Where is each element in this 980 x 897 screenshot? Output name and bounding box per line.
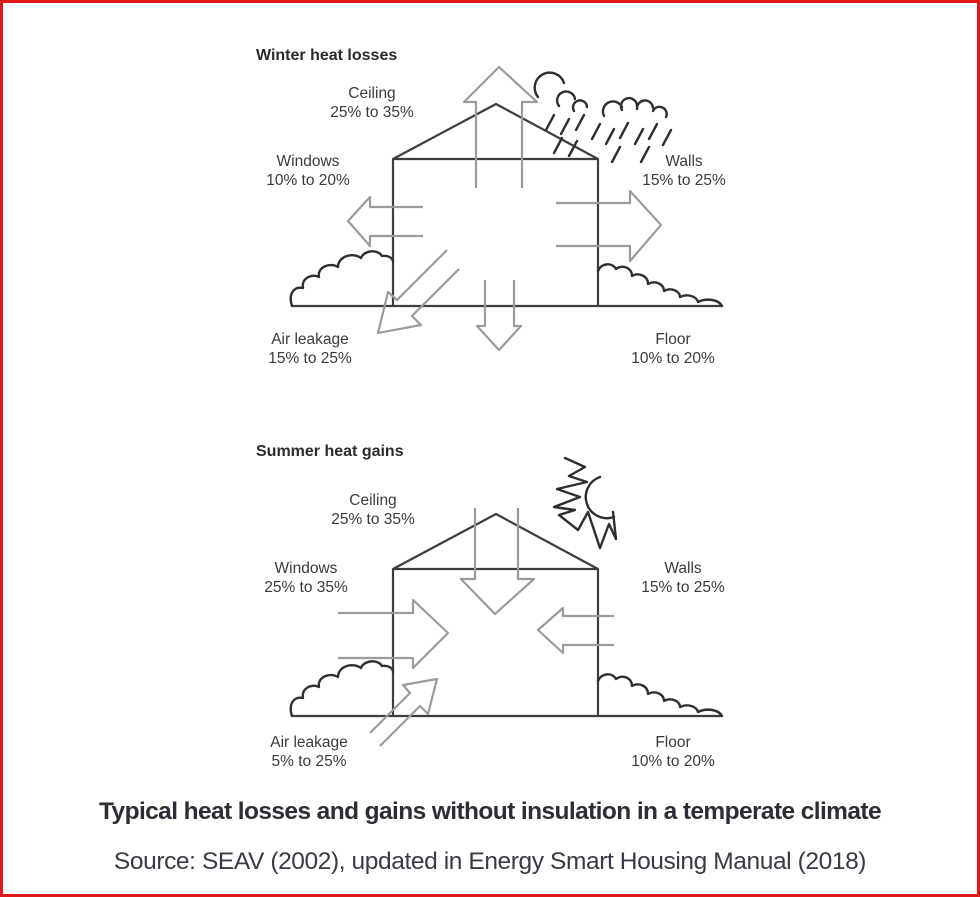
summer-house-outline (292, 512, 722, 718)
winter-floor-arrow-icon (475, 280, 523, 352)
summer-air-leakage-label: Air leakage 5% to 25% (270, 733, 348, 771)
winter-air-leakage-label: Air leakage 15% to 25% (268, 330, 352, 368)
winter-floor-label: Floor 10% to 20% (631, 330, 715, 368)
figure-source: Source: SEAV (2002), updated in Energy S… (113, 848, 867, 875)
sun-disc (584, 475, 616, 520)
winter-windows-value: 10% to 20% (266, 172, 350, 189)
winter-windows-arrow-icon (346, 195, 423, 248)
winter-title: Winter heat losses (256, 47, 398, 64)
winter-floor-value: 10% to 20% (631, 350, 715, 367)
winter-windows-name: Windows (276, 153, 340, 170)
summer-walls-name: Walls (664, 560, 702, 577)
summer-floor-name: Floor (655, 734, 691, 751)
winter-walls-value: 15% to 25% (642, 172, 726, 189)
sun-icon (552, 456, 618, 550)
winter-diagram-art (289, 65, 724, 352)
winter-left-bush-icon (289, 250, 395, 308)
heat-diagram-linework (289, 65, 724, 747)
summer-walls-arrow-icon (536, 606, 614, 655)
winter-air-leakage-arrow-icon (376, 249, 460, 335)
summer-title: Summer heat gains (256, 443, 404, 460)
winter-ceiling-label: Ceiling 25% to 35% (330, 84, 414, 122)
summer-windows-name: Windows (274, 560, 338, 577)
winter-ceiling-name: Ceiling (348, 85, 396, 102)
summer-ceiling-label: Ceiling 25% to 35% (331, 491, 415, 529)
winter-house-outline (292, 102, 722, 308)
figure-caption: Typical heat losses and gains without in… (99, 798, 882, 825)
winter-windows-label: Windows 10% to 20% (266, 152, 350, 190)
summer-left-bush-icon (289, 660, 395, 718)
summer-ceiling-value: 25% to 35% (331, 511, 415, 528)
summer-air-leakage-value: 5% to 25% (271, 753, 347, 770)
winter-walls-label: Walls 15% to 25% (642, 152, 726, 190)
summer-windows-label: Windows 25% to 35% (264, 559, 348, 597)
winter-right-bush-icon (596, 263, 724, 308)
rain-cloud-icon (533, 71, 673, 164)
winter-walls-name: Walls (665, 153, 703, 170)
sun-rays (552, 456, 618, 550)
summer-floor-label: Floor 10% to 20% (631, 733, 715, 771)
summer-air-leakage-name: Air leakage (270, 734, 348, 751)
rain-cloud-puffs (533, 71, 668, 119)
summer-right-bush-icon (596, 673, 724, 718)
summer-windows-arrow-icon (338, 598, 450, 670)
winter-walls-arrow-icon (556, 189, 663, 263)
summer-diagram-art (289, 456, 724, 747)
winter-ceiling-arrow-icon (462, 65, 539, 188)
winter-floor-name: Floor (655, 331, 691, 348)
summer-air-leakage-arrow-icon (369, 677, 439, 747)
summer-walls-label: Walls 15% to 25% (641, 559, 725, 597)
summer-walls-value: 15% to 25% (641, 579, 725, 596)
rain-drops (544, 113, 673, 164)
winter-ceiling-value: 25% to 35% (330, 104, 414, 121)
summer-floor-value: 10% to 20% (631, 753, 715, 770)
summer-ceiling-name: Ceiling (349, 492, 397, 509)
winter-air-leakage-name: Air leakage (271, 331, 349, 348)
summer-windows-value: 25% to 35% (264, 579, 348, 596)
winter-air-leakage-value: 15% to 25% (268, 350, 352, 367)
summer-ceiling-arrow-icon (459, 508, 536, 616)
